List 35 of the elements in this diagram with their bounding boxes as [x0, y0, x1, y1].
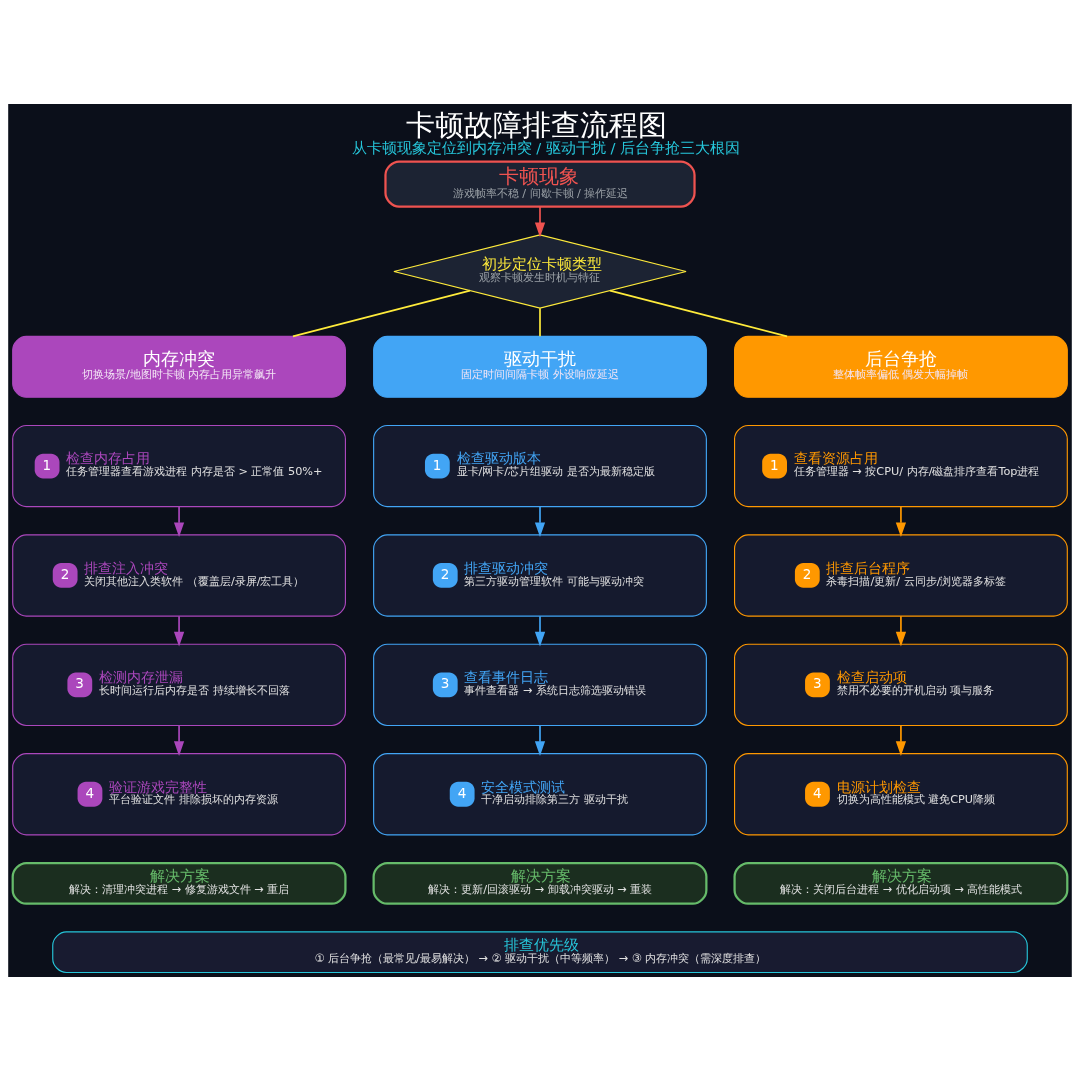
arrow: [173, 505, 185, 537]
node-box: 解决方案 解决：清理冲突进程 → 修复游戏文件 → 重启: [11, 861, 347, 905]
arrow: [895, 614, 907, 646]
node-box: 解决方案 解决：更新/回滚驱动 → 卸载冲突驱动 → 重装: [372, 861, 708, 905]
node-box: 3 查看事件日志 事件查看器 → 系统日志筛选驱动错误: [373, 643, 707, 726]
node-box: 后台争抢 整体帧率偏低 偶发大幅掉帧: [734, 335, 1068, 398]
node-box: 3 检测内存泄漏 长时间运行后内存是否 持续增长不回落: [12, 643, 346, 726]
connector: [609, 289, 788, 337]
arrow: [534, 614, 546, 646]
node-box: 4 验证游戏完整性 平台验证文件 排除损坏的内存资源: [12, 752, 346, 835]
node-box: 1 检查驱动版本 显卡/网卡/芯片组驱动 是否为最新稳定版: [373, 424, 707, 507]
node-box: 卡顿现象 游戏帧率不稳 / 间歇卡顿 / 操作延迟: [384, 159, 696, 208]
node-box: 3 检查启动项 禁用不必要的开机启动 项与服务: [734, 643, 1068, 726]
node-box: 2 排查驱动冲突 第三方驱动管理软件 可能与驱动冲突: [373, 533, 707, 617]
node-box: 2 排查后台程序 杀毒扫描/更新/ 云同步/浏览器多标签: [734, 533, 1068, 617]
caption: 从卡顿现象定位到内存冲突 / 驱动干扰 / 后台争抢三大根因: [351, 138, 741, 156]
arrow: [895, 724, 907, 756]
arrow: [173, 614, 185, 646]
arrow: [534, 724, 546, 756]
arrow: [895, 505, 907, 537]
arrow: [534, 505, 546, 537]
node-box: 内存冲突 切换场景/地图时卡顿 内存占用异常飙升: [12, 335, 346, 398]
node-box: 1 查看资源占用 任务管理器 → 按CPU/ 内存/磁盘排序查看Top进程: [734, 424, 1068, 507]
arrow: [534, 205, 546, 237]
node-box: 排查优先级 ① 后台争抢（最常见/最易解决） → ② 驱动干扰（中等频率） → ③ 内存冲突（需深度排查）: [52, 930, 1028, 973]
node-box: 4 安全模式测试 干净启动排除第三方 驱动干扰: [373, 752, 707, 835]
connector: [292, 289, 471, 337]
node-diamond: 初步定位卡顿类型 观察卡顿发生时机与特征: [393, 233, 687, 309]
node-box: 4 电源计划检查 切换为高性能模式 避免CPU降频: [734, 752, 1068, 835]
arrow: [173, 724, 185, 756]
node-box: 驱动干扰 固定时间间隔卡顿 外设响应延迟: [373, 335, 707, 398]
connector: [539, 307, 541, 337]
node-box: 1 检查内存占用 任务管理器查看游戏进程 内存是否 > 正常值 50%+: [12, 424, 346, 507]
node-box: 解决方案 解决：关闭后台进程 → 优化启动项 → 高性能模式: [733, 861, 1069, 905]
node-box: 2 排查注入冲突 关闭其他注入类软件 （覆盖层/录屏/宏工具）: [12, 533, 346, 617]
